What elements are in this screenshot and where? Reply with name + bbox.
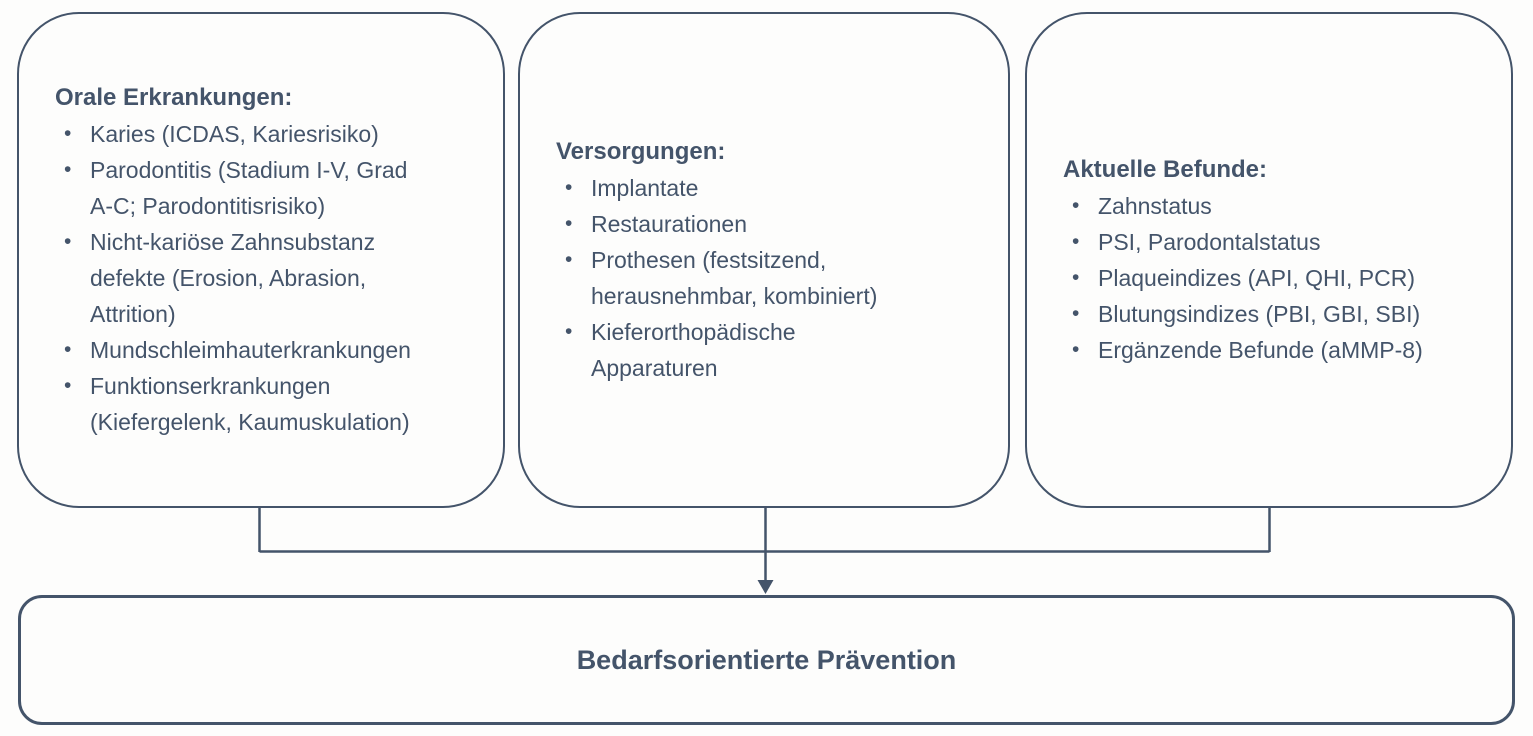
bullet-icon: • [1072, 302, 1080, 325]
list-item: • Mundschleimhauterkrankungen [55, 332, 487, 368]
list-item: • Implantate [556, 170, 992, 206]
bullet-icon: • [1072, 230, 1080, 253]
list-item: • Restaurationen [556, 206, 992, 242]
box-title: Orale Erkrankungen: [55, 84, 293, 111]
list-item-text: Restaurationen [591, 211, 747, 237]
list-item-text: Kieferorthopädische Apparaturen [591, 319, 796, 381]
list-item: • Funktionserkrankungen (Kiefergelenk, K… [55, 368, 487, 440]
list-item: • Ergänzende Befunde (aMMP-8) [1063, 332, 1495, 368]
bullet-icon: • [64, 230, 72, 253]
list-item: • Nicht-kariöse Zahnsubstanz defekte (Er… [55, 224, 487, 332]
bullet-icon: • [64, 122, 72, 145]
bullet-icon: • [64, 374, 72, 397]
bullet-list: • Implantate • Restaurationen • Prothese… [556, 170, 992, 386]
box-title: Versorgungen: [556, 138, 726, 165]
list-item-text: Prothesen (festsitzend, herausnehmbar, k… [591, 247, 878, 309]
bullet-icon: • [565, 248, 573, 271]
list-item-text: Karies (ICDAS, Kariesrisiko) [90, 121, 379, 147]
arrow-down-icon [757, 580, 774, 594]
list-item: • Parodontitis (Stadium I-V, Grad A-C; P… [55, 152, 487, 224]
source-box-versorgungen: Versorgungen: • Implantate • Restauratio… [518, 12, 1010, 508]
list-item-text: Funktionserkrankungen (Kiefergelenk, Kau… [90, 373, 410, 435]
bullet-icon: • [1072, 266, 1080, 289]
box-title: Aktuelle Befunde: [1063, 156, 1268, 183]
list-item: • Zahnstatus [1063, 188, 1495, 224]
list-item-text: Zahnstatus [1098, 193, 1212, 219]
bullet-icon: • [565, 320, 573, 343]
list-item: • PSI, Parodontalstatus [1063, 224, 1495, 260]
source-box-orale-erkrankungen: Orale Erkrankungen: • Karies (ICDAS, Kar… [17, 12, 505, 508]
list-item-text: Mundschleimhauterkrankungen [90, 337, 411, 363]
bullet-icon: • [565, 212, 573, 235]
list-item: • Plaqueindizes (API, QHI, PCR) [1063, 260, 1495, 296]
source-box-aktuelle-befunde: Aktuelle Befunde: • Zahnstatus • PSI, Pa… [1025, 12, 1513, 508]
list-item-text: Implantate [591, 175, 699, 201]
bullet-icon: • [565, 176, 573, 199]
list-item-text: Ergänzende Befunde (aMMP-8) [1098, 337, 1423, 363]
list-item: • Karies (ICDAS, Kariesrisiko) [55, 116, 487, 152]
bullet-icon: • [64, 158, 72, 181]
bullet-list: • Zahnstatus • PSI, Parodontalstatus • P… [1063, 188, 1495, 368]
bullet-icon: • [64, 338, 72, 361]
list-item-text: Parodontitis (Stadium I-V, Grad A-C; Par… [90, 157, 408, 219]
list-item-text: Nicht-kariöse Zahnsubstanz defekte (Eros… [90, 229, 376, 327]
list-item-text: Blutungsindizes (PBI, GBI, SBI) [1098, 301, 1421, 327]
bullet-icon: • [1072, 194, 1080, 217]
result-label: Bedarfsorientierte Prävention [576, 644, 957, 675]
list-item: • Kieferorthopädische Apparaturen [556, 314, 992, 386]
list-item: • Blutungsindizes (PBI, GBI, SBI) [1063, 296, 1495, 332]
bullet-icon: • [1072, 338, 1080, 361]
bullet-list: • Karies (ICDAS, Kariesrisiko) • Parodon… [55, 116, 487, 440]
list-item: • Prothesen (festsitzend, herausnehmbar,… [556, 242, 992, 314]
list-item-text: Plaqueindizes (API, QHI, PCR) [1098, 265, 1416, 291]
list-item-text: PSI, Parodontalstatus [1098, 229, 1321, 255]
result-box: Bedarfsorientierte Prävention [18, 595, 1515, 725]
